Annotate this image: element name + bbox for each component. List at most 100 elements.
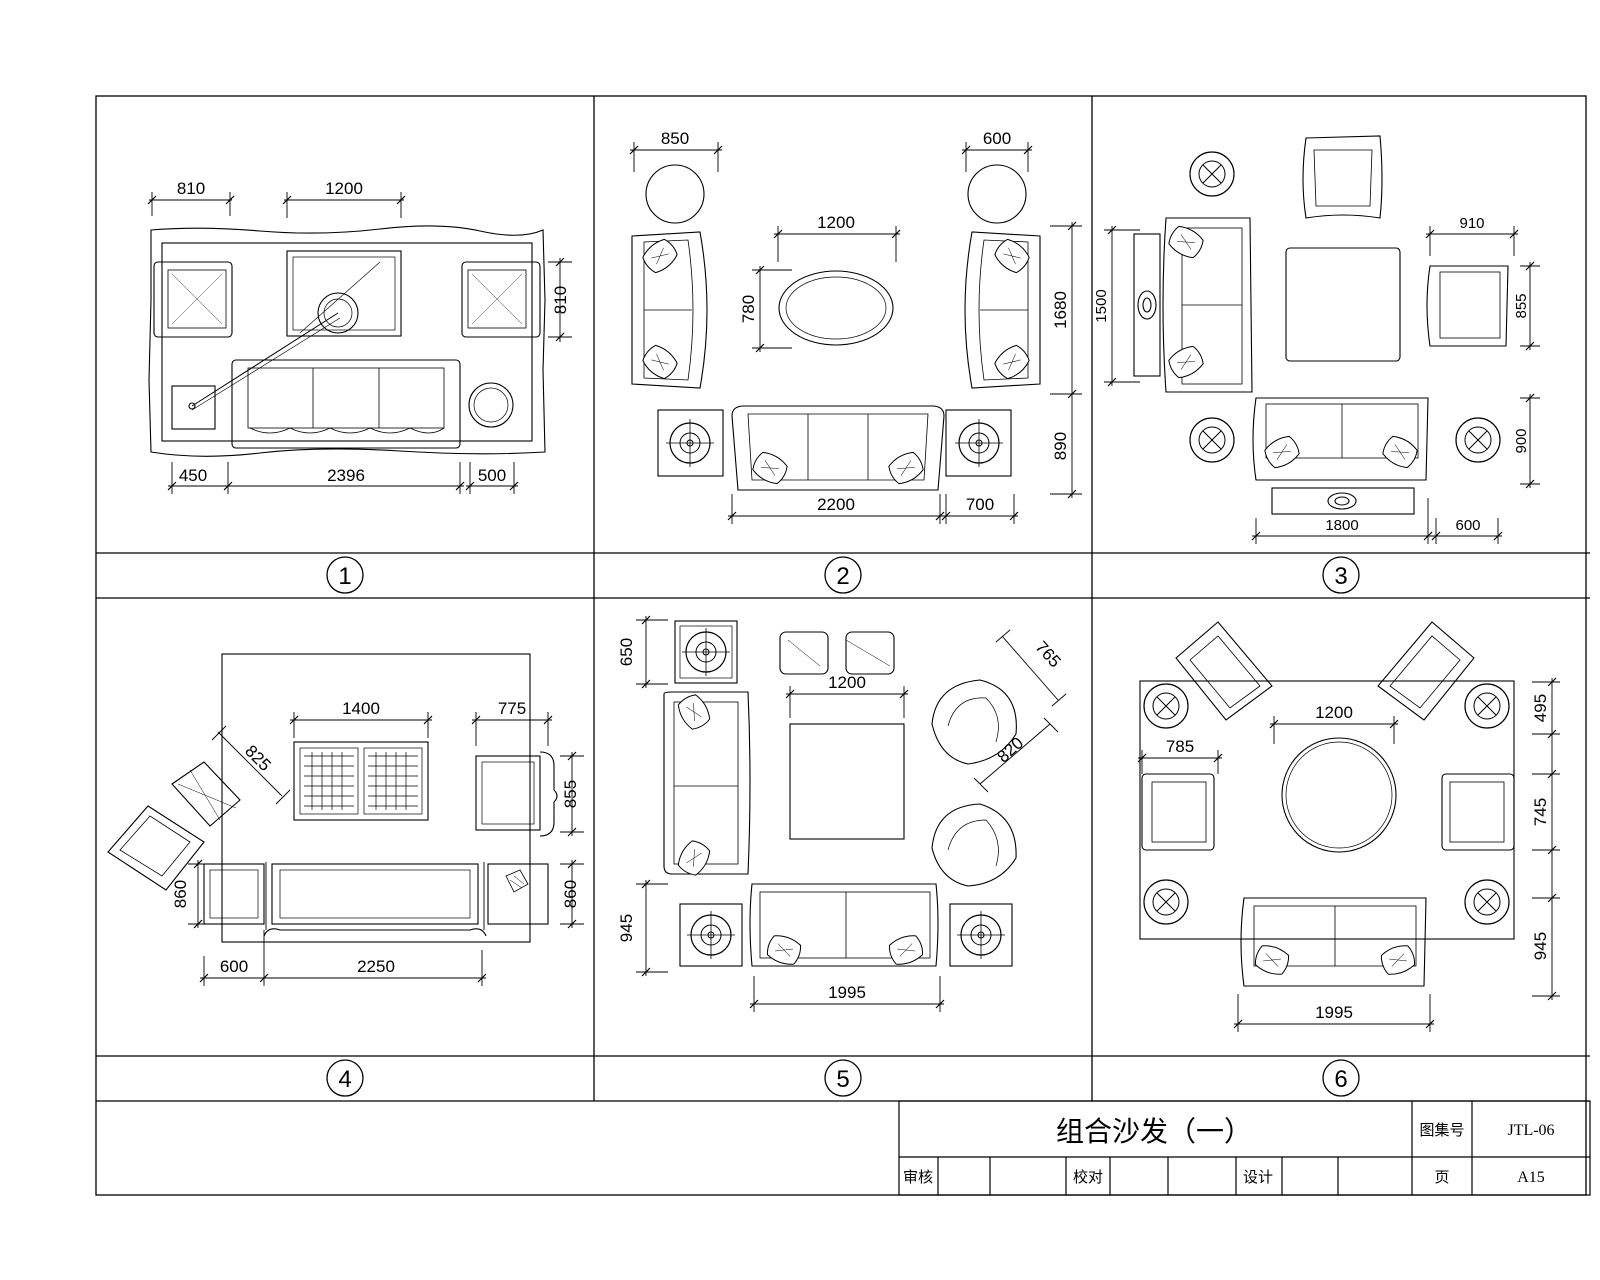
page-value: A15: [1517, 1169, 1545, 1186]
svg-text:495: 495: [1531, 694, 1550, 722]
drawing-title: 组合沙发（一）: [1056, 1116, 1252, 1147]
svg-text:765: 765: [1032, 637, 1065, 671]
side-table-left: [171, 385, 216, 430]
svg-text:1400: 1400: [342, 699, 380, 718]
check-label: 校对: [1073, 1169, 1103, 1186]
armchair-right: [475, 755, 541, 831]
armchair-top-left: [1175, 621, 1273, 721]
console-table-bottom: [1271, 487, 1415, 515]
svg-text:4: 4: [338, 1066, 351, 1093]
svg-text:1800: 1800: [1325, 517, 1358, 534]
tub-chair-top: [931, 679, 1017, 765]
loveseat-left: [631, 231, 708, 389]
round-ottoman-right: [967, 164, 1027, 224]
sofa-bottom: [1240, 897, 1427, 987]
page-label: 页: [1434, 1169, 1449, 1186]
svg-text:2250: 2250: [357, 957, 395, 976]
panel-6-plan: [1139, 621, 1515, 987]
lattice-coffee-table: [293, 741, 429, 821]
armchair-right: [461, 261, 541, 338]
atlas-no-label: 图集号: [1419, 1122, 1464, 1139]
svg-text:855: 855: [1513, 293, 1530, 318]
svg-text:860: 860: [171, 880, 190, 908]
side-table-left: [679, 903, 743, 967]
panel-2-dims: 850 600 1200 780 1680 890 2200 700: [629, 129, 1082, 524]
armchair-right: [1426, 265, 1509, 347]
loveseat-right: [964, 231, 1041, 389]
svg-text:945: 945: [1531, 932, 1550, 960]
armchair-angled: [107, 805, 205, 891]
svg-text:2396: 2396: [327, 466, 365, 485]
loveseat-left: [1162, 217, 1253, 393]
svg-text:1995: 1995: [828, 983, 866, 1002]
svg-text:1680: 1680: [1051, 291, 1070, 329]
panel-number-1: 1: [326, 556, 364, 594]
title-block: 组合沙发（一） 图集号 JTL-06 审核 校对 设计 页 A15: [898, 1100, 1591, 1196]
ottoman-2: [845, 631, 895, 675]
svg-text:1200: 1200: [817, 213, 855, 232]
panel-1-dims: 810 1200 810 450 2396 500: [147, 179, 572, 494]
svg-text:3: 3: [1334, 563, 1347, 590]
svg-text:650: 650: [617, 638, 636, 666]
round-ottoman-left: [645, 164, 705, 224]
svg-text:785: 785: [1166, 737, 1194, 756]
svg-text:1500: 1500: [1093, 289, 1110, 322]
round-coffee-table: [1281, 737, 1397, 853]
svg-text:780: 780: [739, 295, 758, 323]
side-table-left: [203, 863, 265, 925]
svg-text:600: 600: [1455, 517, 1480, 534]
ottoman-angled: [171, 761, 241, 827]
sofa-3-seat: [231, 359, 461, 449]
svg-text:450: 450: [179, 466, 207, 485]
svg-text:1200: 1200: [325, 179, 363, 198]
svg-text:900: 900: [1513, 428, 1530, 453]
panel-3-dims: 1500 910 855 900 1800 600: [1093, 215, 1540, 544]
svg-text:2200: 2200: [817, 495, 855, 514]
svg-text:810: 810: [177, 179, 205, 198]
rug-inner: [161, 242, 533, 442]
review-label: 审核: [903, 1169, 933, 1186]
armchair-right: [1441, 773, 1515, 851]
svg-text:890: 890: [1051, 432, 1070, 460]
sofa-3-seat: [731, 405, 945, 491]
side-table-right: [945, 409, 1012, 477]
square-coffee-table: [1285, 247, 1401, 362]
svg-text:2: 2: [836, 563, 849, 590]
panel-number-5: 5: [824, 1059, 862, 1097]
panel-1-plan: [148, 225, 546, 457]
side-table-right: [949, 903, 1013, 967]
svg-text:1200: 1200: [828, 673, 866, 692]
svg-text:5: 5: [836, 1066, 849, 1093]
svg-text:910: 910: [1459, 215, 1484, 232]
panel-2-plan: [631, 164, 1041, 491]
panel-number-6: 6: [1322, 1059, 1360, 1097]
sheet-frame: [95, 95, 1590, 1196]
ottoman-1: [779, 631, 829, 675]
svg-text:850: 850: [661, 129, 689, 148]
armchair-top: [1302, 135, 1383, 219]
oval-coffee-table: [778, 270, 894, 346]
loveseat-bottom: [1252, 397, 1429, 481]
armchair-top-right: [1377, 621, 1475, 721]
side-table-right: [487, 863, 549, 925]
svg-text:745: 745: [1531, 798, 1550, 826]
panel-4-plan: [107, 653, 558, 943]
svg-text:855: 855: [561, 780, 580, 808]
sofa-bottom: [749, 883, 939, 967]
atlas-no-value: JTL-06: [1507, 1122, 1554, 1139]
panel-5-plan: [663, 620, 1017, 969]
panel-6-dims: 1200 785 495 745 945 1995: [1137, 677, 1560, 1032]
coffee-table: [286, 250, 402, 337]
svg-text:1995: 1995: [1315, 1003, 1353, 1022]
svg-text:825: 825: [241, 741, 274, 774]
tub-chair-bottom: [931, 803, 1017, 887]
svg-text:820: 820: [993, 733, 1027, 766]
round-side-table: [468, 382, 514, 428]
square-coffee-table: [789, 723, 905, 840]
rug-outline: [148, 225, 546, 457]
console-table-left: [1133, 233, 1161, 377]
armchair-left: [153, 261, 233, 338]
side-table-left: [657, 409, 724, 477]
svg-text:6: 6: [1334, 1066, 1347, 1093]
